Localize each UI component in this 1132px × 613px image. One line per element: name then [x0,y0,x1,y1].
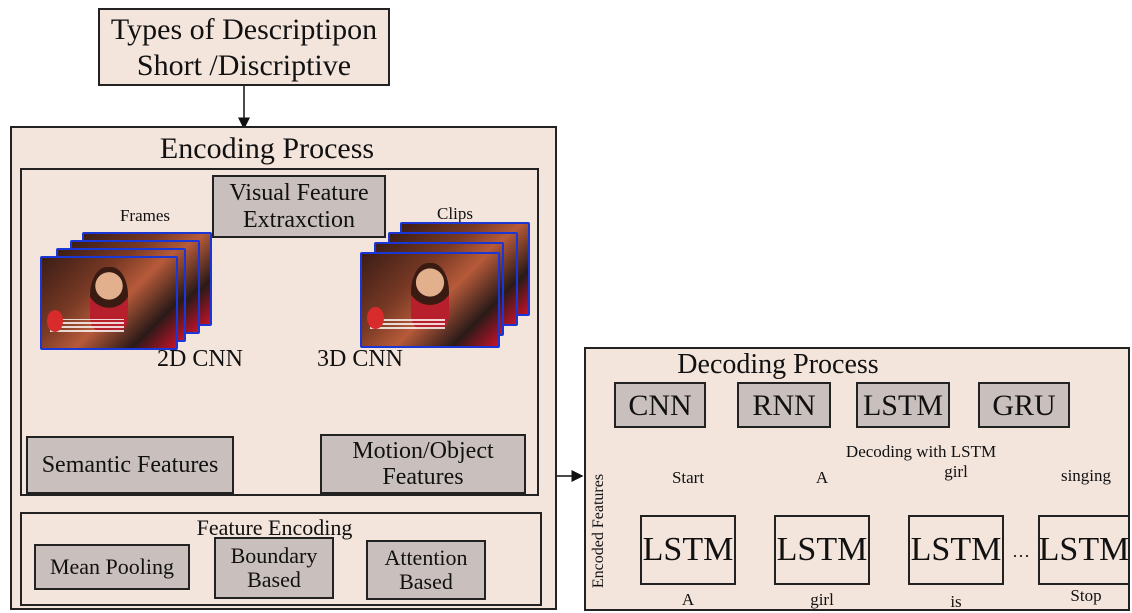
lstm-cell-3: LSTM [908,515,1004,585]
lstm-input-1: Start [671,468,705,487]
frames-label: Frames [119,206,171,225]
lstm-input-3: girl [944,462,968,481]
boundary-based-box: Boundary Based [214,537,334,599]
decoding-title: Decoding Process [677,349,879,380]
encoding-title: Encoding Process [159,132,375,165]
decoding-subtitle: Decoding with LSTM [845,442,997,461]
lstm-cell-1: LSTM [640,515,736,585]
lstm-cell-label: LSTM [642,531,734,568]
visual-feature-line1: Visual Feature [229,180,369,207]
lstm-cell-4: LSTM [1038,515,1130,585]
description-types-box: Types of Descriptipon Short /Discriptive [98,8,390,86]
motion-features-line1: Motion/Object [352,437,494,464]
encoded-features-label: Encoded Features [588,462,610,604]
model-lstm-label: LSTM [862,388,943,422]
model-lstm-box: LSTM [856,382,950,428]
motion-object-features-box: Motion/Object Features [320,434,526,494]
description-types-line2: Short /Discriptive [136,49,352,82]
lstm-cell-label: LSTM [910,531,1002,568]
semantic-features-label: Semantic Features [41,451,219,478]
cnn-2d-label: 2D CNN [156,346,243,372]
mean-pooling-label: Mean Pooling [49,553,175,579]
encoded-features-text: Encoded Features [590,473,607,589]
model-rnn-label: RNN [752,388,816,422]
clips-label: Clips [437,204,473,223]
boundary-line1: Boundary [230,542,318,568]
model-rnn-box: RNN [737,382,831,428]
cnn-3d-label: 3D CNN [316,346,403,372]
lstm-input-2: A [815,468,829,487]
model-cnn-label: CNN [628,388,692,422]
lstm-output-1: A [681,590,695,609]
lstm-cell-2: LSTM [774,515,870,585]
lstm-cell-label: LSTM [1038,531,1130,568]
lstm-input-4: singing [1060,466,1112,485]
attention-line1: Attention [384,544,468,570]
lstm-output-3: is [950,592,962,611]
mean-pooling-box: Mean Pooling [34,544,190,590]
attention-line2: Based [399,569,453,594]
lstm-output-4: Stop [1070,586,1102,605]
boundary-line2: Based [247,567,301,592]
model-cnn-box: CNN [614,382,706,428]
lstm-cell-label: LSTM [776,531,868,568]
video-clip-image [360,252,500,348]
visual-feature-line2: Extraxction [243,206,355,233]
model-gru-label: GRU [992,388,1056,422]
semantic-features-box: Semantic Features [26,436,234,494]
lstm-output-2: girl [810,590,834,609]
motion-features-line2: Features [382,464,464,490]
description-types-line1: Types of Descriptipon [110,13,378,46]
visual-feature-extraction-box: Visual Feature Extraxction [212,175,386,238]
video-frame-image [40,256,178,350]
attention-based-box: Attention Based [366,540,486,600]
lstm-ellipsis: ··· [1012,546,1030,566]
model-gru-box: GRU [978,382,1070,428]
feature-encoding-title: Feature Encoding [196,515,353,540]
